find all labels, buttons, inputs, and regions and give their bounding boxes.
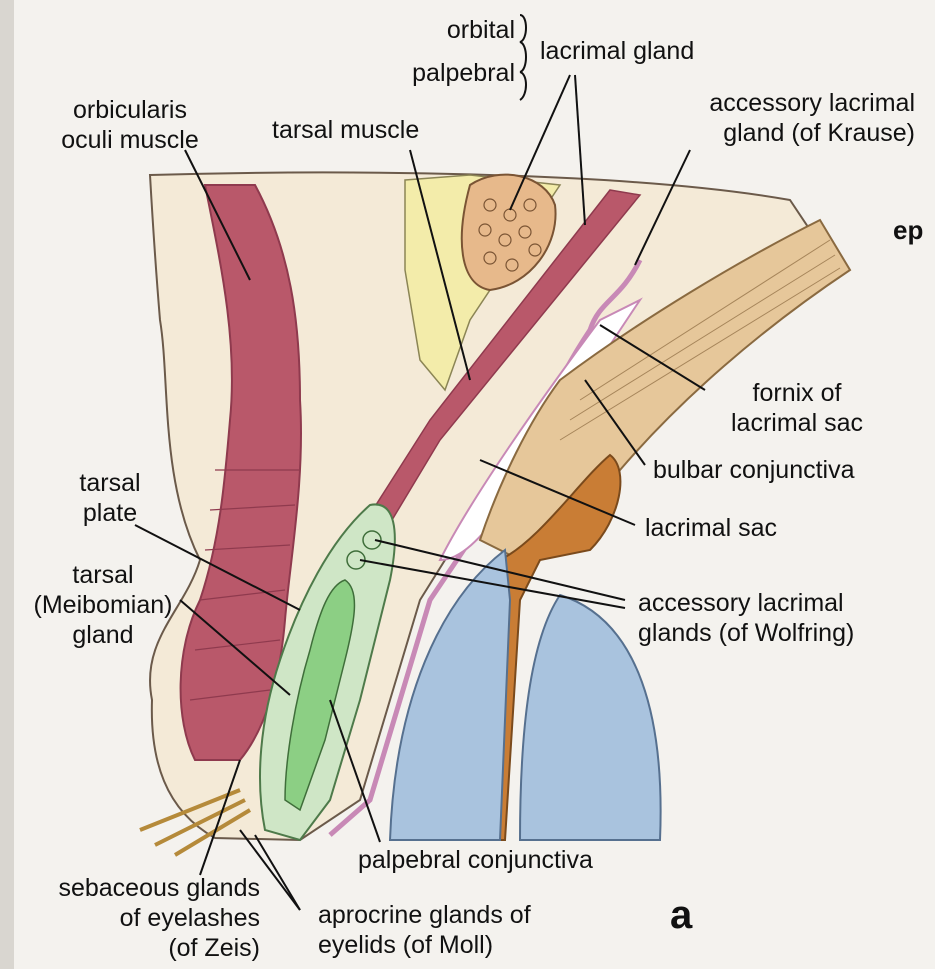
label-orbicularis-line1: orbicularis [45, 95, 215, 125]
label-krause-line2: gland (of Krause) [655, 118, 915, 148]
label-zeis-line1: sebaceous glands [5, 873, 260, 903]
label-zeis-line3: (of Zeis) [5, 933, 260, 963]
label-orbital: orbital [420, 15, 515, 45]
label-krause-line1: accessory lacrimal [655, 88, 915, 118]
label-meibomian-gland: tarsal (Meibomian) gland [18, 560, 188, 650]
label-tarsal-plate-line2: plate [55, 498, 165, 528]
label-tarsal-plate-line1: tarsal [55, 468, 165, 498]
label-bulbar-conjunctiva: bulbar conjunctiva [653, 455, 855, 485]
label-palpebral-conjunctiva: palpebral conjunctiva [358, 845, 593, 875]
figure-letter: a [670, 893, 692, 937]
label-tarsal-muscle: tarsal muscle [272, 115, 419, 145]
label-wolfring-line2: glands (of Wolfring) [638, 618, 854, 648]
label-orbicularis-line2: oculi muscle [45, 125, 215, 155]
label-meibomian-line1: tarsal [18, 560, 188, 590]
label-fornix: fornix of lacrimal sac [712, 378, 882, 438]
brace-palpebral [520, 72, 526, 100]
label-zeis-line2: of eyelashes [5, 903, 260, 933]
label-lacrimal-gland: lacrimal gland [540, 36, 694, 66]
label-moll-line1: aprocrine glands of [318, 900, 531, 930]
label-lacrimal-sac: lacrimal sac [645, 513, 777, 543]
label-moll-line2: eyelids (of Moll) [318, 930, 531, 960]
label-zeis: sebaceous glands of eyelashes (of Zeis) [5, 873, 260, 963]
label-wolfring-line1: accessory lacrimal [638, 588, 854, 618]
label-meibomian-line2: (Meibomian) [18, 590, 188, 620]
label-meibomian-line3: gland [18, 620, 188, 650]
label-wolfring: accessory lacrimal glands (of Wolfring) [638, 588, 854, 648]
label-fornix-line2: lacrimal sac [712, 408, 882, 438]
label-orbicularis-oculi: orbicularis oculi muscle [45, 95, 215, 155]
label-palpebral: palpebral [400, 58, 515, 88]
label-moll: aprocrine glands of eyelids (of Moll) [318, 900, 531, 960]
label-krause: accessory lacrimal gland (of Krause) [655, 88, 915, 148]
brace-orbital [520, 15, 526, 72]
page-edge-shadow [0, 0, 14, 969]
corner-tag-ep: ep [893, 215, 923, 245]
label-tarsal-plate: tarsal plate [55, 468, 165, 528]
label-fornix-line1: fornix of [712, 378, 882, 408]
